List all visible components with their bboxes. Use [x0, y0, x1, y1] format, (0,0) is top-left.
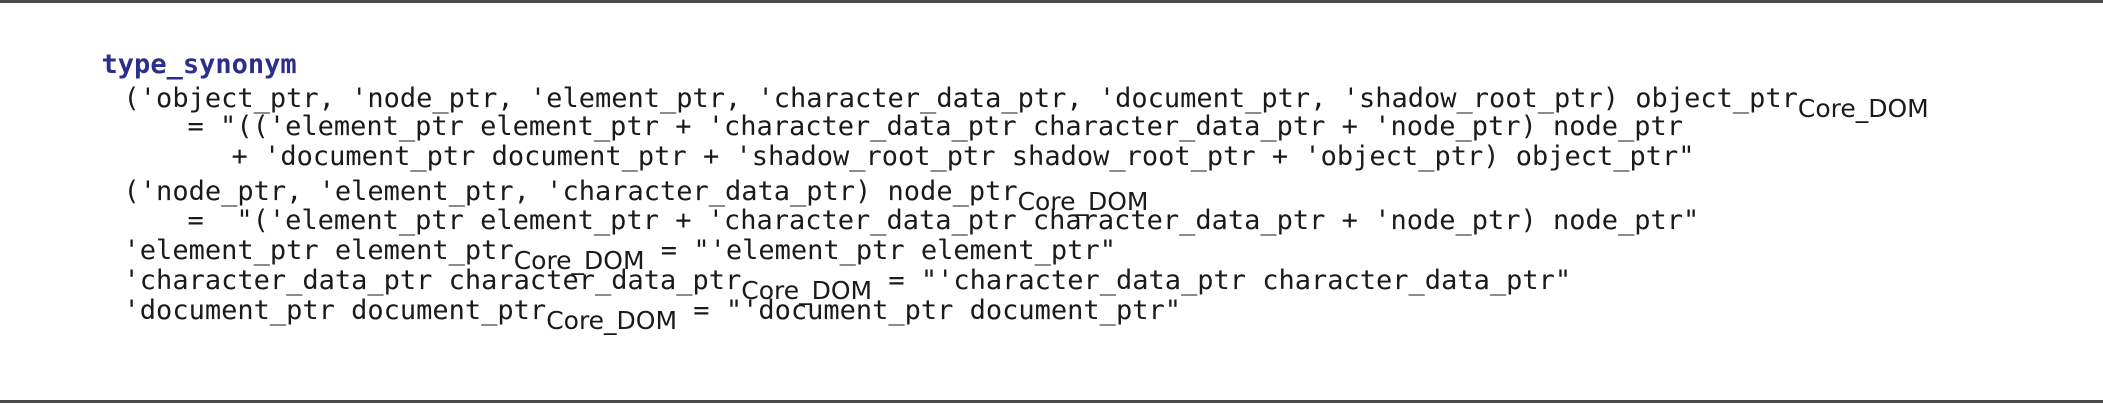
core-dom-subscript: Core_DOM	[546, 306, 678, 335]
element-ptr-decl: 'element_ptr element_ptr	[123, 235, 514, 266]
object-ptr-def-line-1: = "(('element_ptr element_ptr + 'charact…	[90, 79, 1684, 142]
core-dom-subscript: Core_DOM	[741, 276, 873, 305]
node-ptr-decl: ('node_ptr, 'element_ptr, 'character_dat…	[123, 176, 1018, 207]
element-ptr-def: = "'element_ptr element_ptr"	[644, 235, 1116, 266]
type-synonym-keyword: type_synonym	[101, 49, 297, 80]
document-ptr-def: = "'document_ptr document_ptr"	[677, 295, 1181, 326]
node-ptr-def-line: = "('element_ptr element_ptr + 'characte…	[90, 173, 1700, 236]
object-ptr-decl: ('object_ptr, 'node_ptr, 'element_ptr, '…	[123, 83, 1798, 114]
keyword-line: type_synonym	[4, 17, 297, 80]
character-data-ptr-def: = "'character_data_ptr character_data_pt…	[872, 265, 1572, 296]
core-dom-subscript: Core_DOM	[1017, 187, 1149, 216]
document-ptr-line: 'document_ptr document_ptrCore_DOM = "'d…	[26, 263, 1181, 335]
object-ptr-def-1: = "(('element_ptr element_ptr + 'charact…	[187, 111, 1684, 142]
object-ptr-decl-line: ('object_ptr, 'node_ptr, 'element_ptr, '…	[26, 51, 1929, 123]
character-data-ptr-decl: 'character_data_ptr character_data_ptr	[123, 265, 742, 296]
node-ptr-def: = "('element_ptr element_ptr + 'characte…	[187, 205, 1700, 236]
document-ptr-decl: 'document_ptr document_ptr	[123, 295, 547, 326]
character-data-ptr-line: 'character_data_ptr character_data_ptrCo…	[26, 233, 1572, 305]
object-ptr-def-2: + 'document_ptr document_ptr + 'shadow_r…	[231, 141, 1695, 172]
node-ptr-decl-line: ('node_ptr, 'element_ptr, 'character_dat…	[26, 144, 1149, 216]
core-dom-subscript: Core_DOM	[513, 246, 645, 275]
type-synonym-code: type_synonym ('object_ptr, 'node_ptr, 'e…	[0, 3, 2103, 406]
object-ptr-def-line-2: + 'document_ptr document_ptr + 'shadow_r…	[134, 109, 1695, 172]
element-ptr-line: 'element_ptr element_ptrCore_DOM = "'ele…	[26, 203, 1116, 275]
core-dom-subscript: Core_DOM	[1797, 94, 1929, 123]
